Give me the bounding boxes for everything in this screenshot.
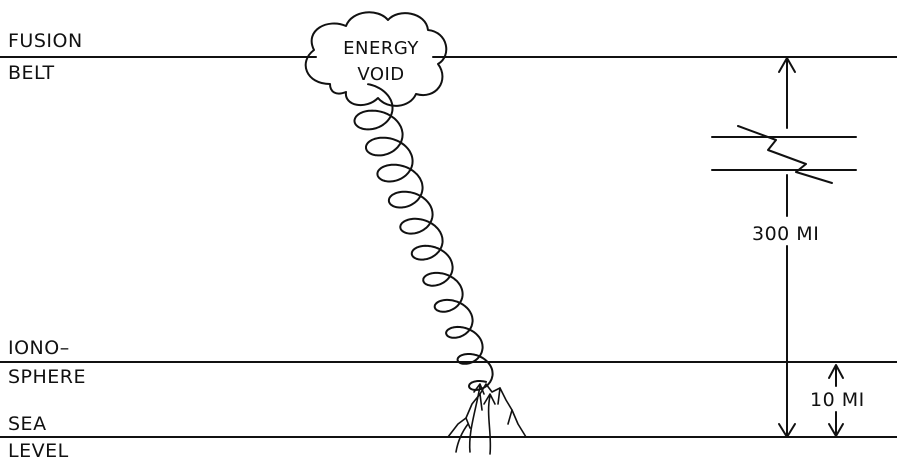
fusion-belt-label-line2: BELT <box>8 62 55 84</box>
scale-break-icon <box>738 126 832 183</box>
ionosphere-label-line2: SPHERE <box>8 366 86 388</box>
distance-10-label: 10 MI <box>810 389 865 411</box>
upward-arrow-right <box>484 394 495 454</box>
distance-300-label: 300 MI <box>752 223 819 245</box>
mountain <box>448 384 526 437</box>
sea-level-label-line2: LEVEL <box>8 440 69 459</box>
vortex-coil <box>355 84 493 390</box>
ionosphere-label-line1: IONO– <box>8 337 70 359</box>
fusion-belt-label-line1: FUSION <box>8 30 83 52</box>
sea-level-label-line1: SEA <box>8 413 47 435</box>
energy-void-label-line1: ENERGY <box>343 38 419 59</box>
upward-arrow-left <box>470 384 484 452</box>
energy-void-cloud <box>306 12 447 106</box>
energy-void-label-line2: VOID <box>357 64 404 85</box>
